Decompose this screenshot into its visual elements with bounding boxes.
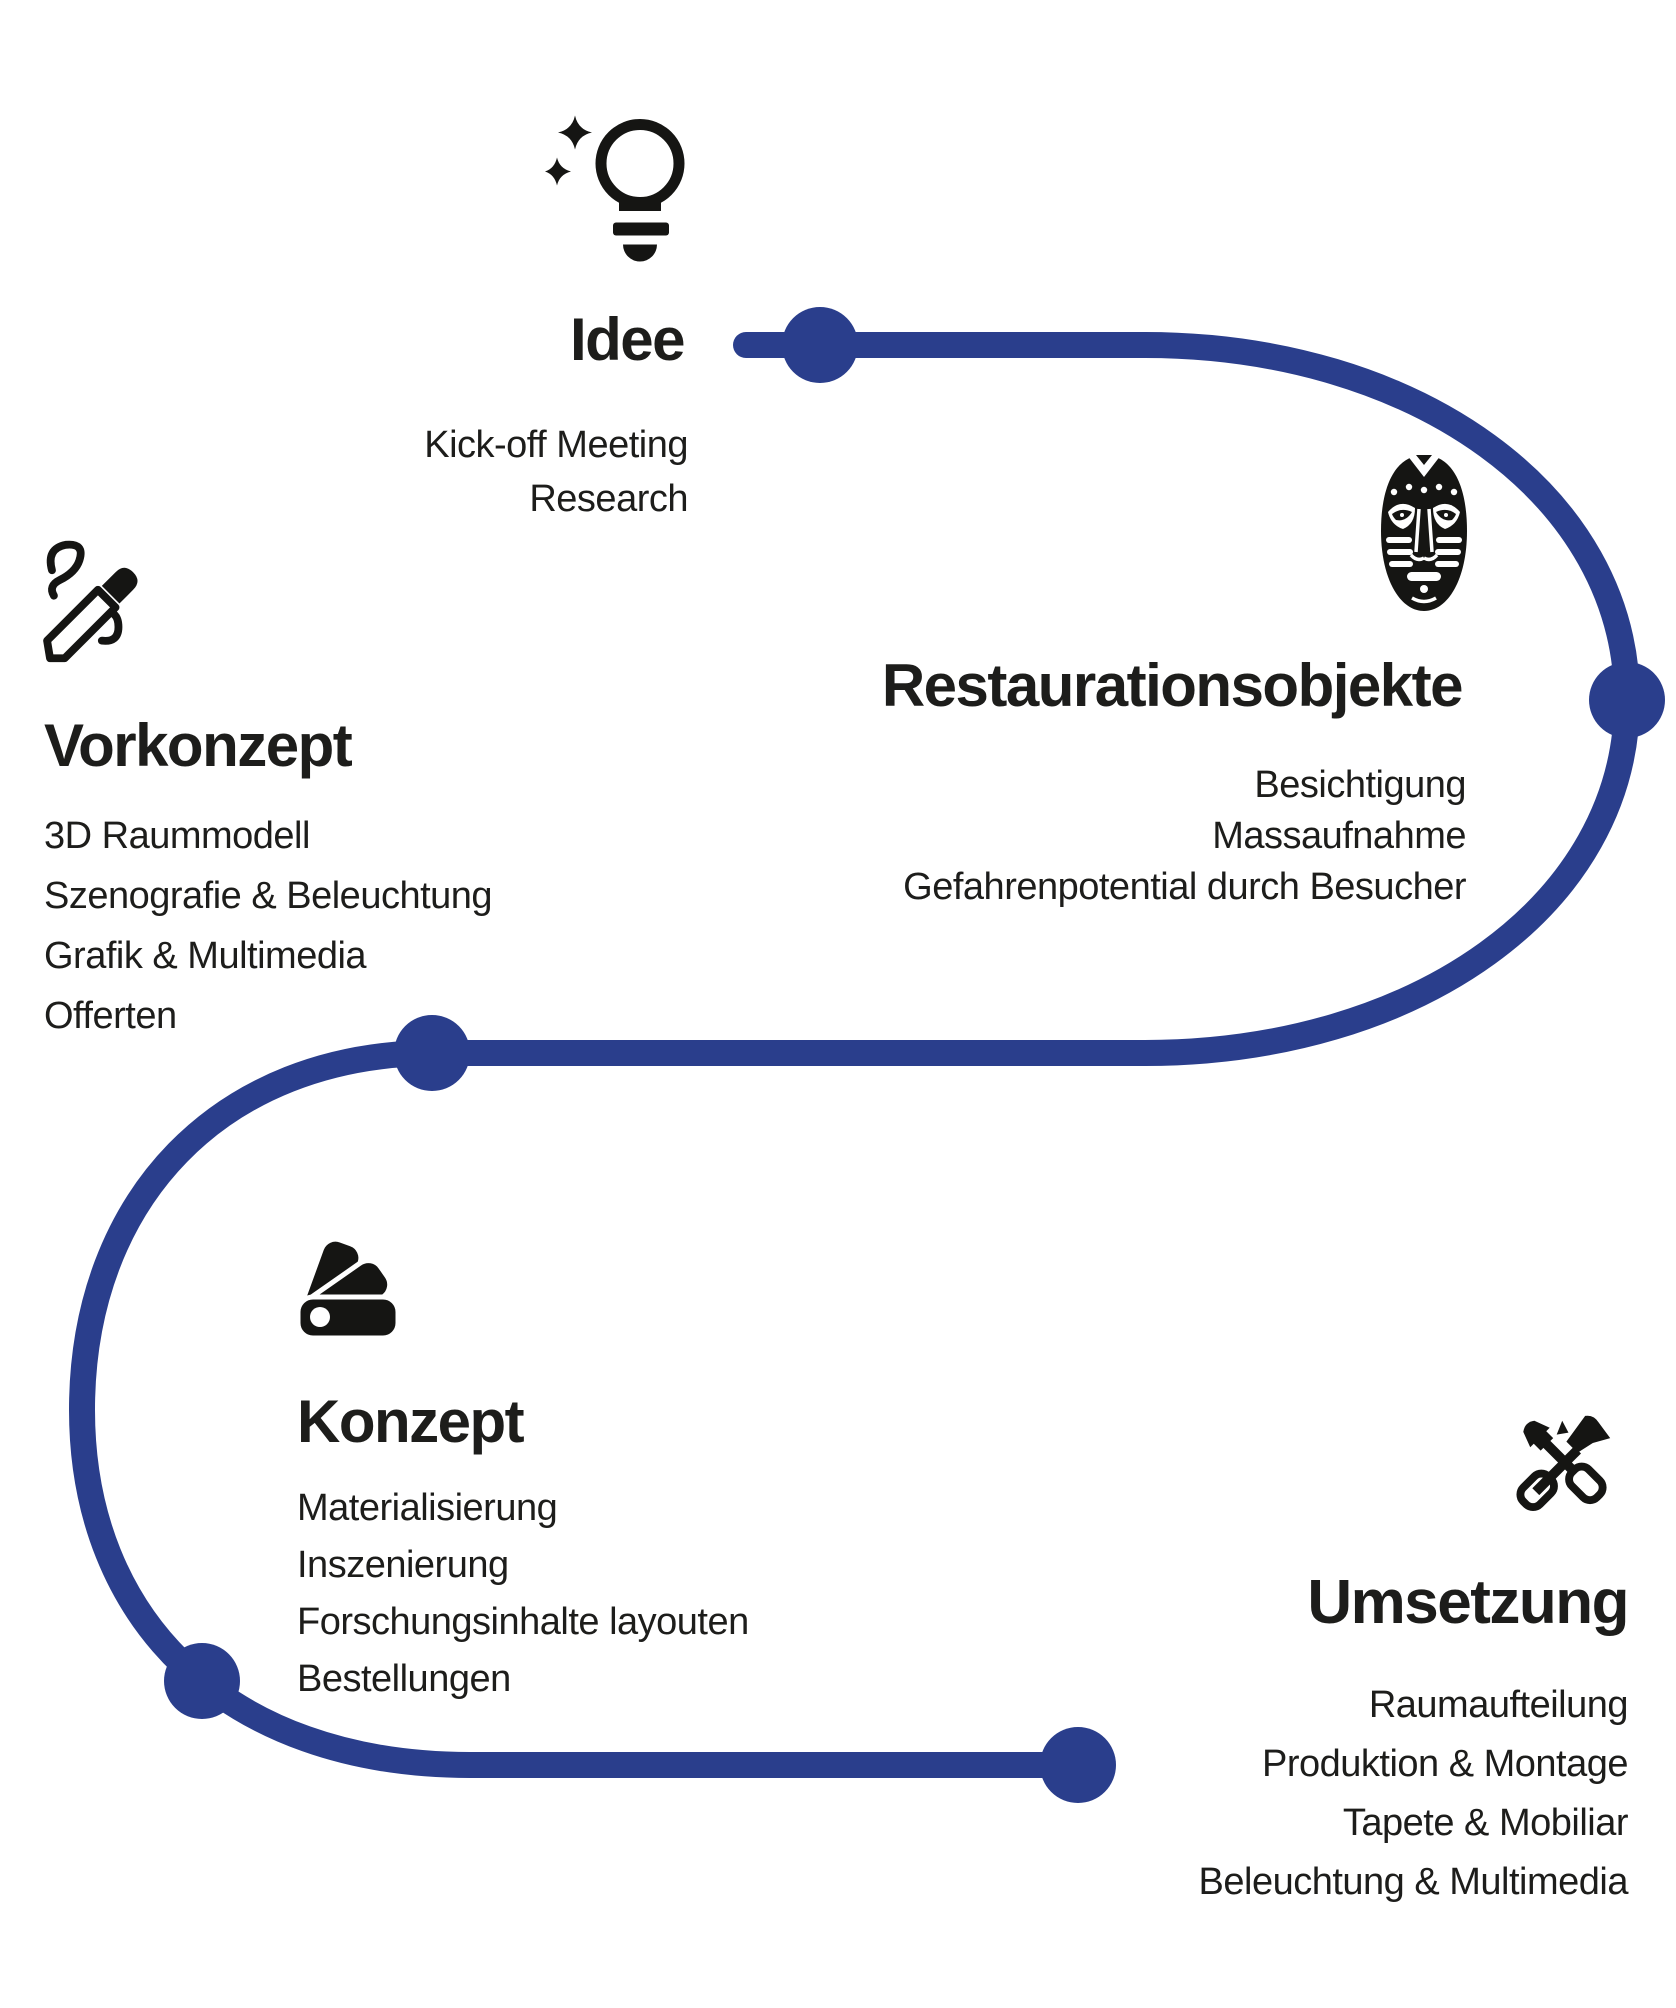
hammer xyxy=(1516,1415,1611,1512)
stage-title-idee: Idee xyxy=(569,306,686,373)
stage-title-restaurationsobjekte: Restaurationsobjekte xyxy=(881,652,1464,719)
list-item: Kick-off Meeting xyxy=(424,424,688,466)
milestone-dot-konzept xyxy=(164,1643,240,1719)
stage-title-umsetzung: Umsetzung xyxy=(1307,1568,1629,1637)
stage-title-konzept: Konzept xyxy=(297,1388,525,1455)
milestone-dot-umsetzung xyxy=(1040,1727,1116,1803)
list-item: Gefahrenpotential durch Besucher xyxy=(903,866,1466,908)
list-item: Grafik & Multimedia xyxy=(44,935,367,977)
list-item: Materialisierung xyxy=(297,1487,558,1529)
list-item: Bestellungen xyxy=(297,1658,511,1700)
milestone-dot-vorkonzept xyxy=(394,1015,470,1091)
list-item: Besichtigung xyxy=(1254,764,1466,806)
lightbulb-sparkles-icon xyxy=(543,112,693,270)
process-line xyxy=(68,332,1641,1778)
list-item: Szenografie & Beleuchtung xyxy=(44,875,493,917)
sketch-pencil-icon xyxy=(40,537,150,670)
stage-title-vorkonzept: Vorkonzept xyxy=(44,712,353,779)
list-item: Research xyxy=(529,478,688,520)
color-swatches-icon xyxy=(294,1221,402,1342)
milestone-dot-idee xyxy=(782,307,858,383)
list-item: Produktion & Montage xyxy=(1261,1743,1629,1785)
milestone-dot-restaurationsobjekte xyxy=(1589,662,1665,738)
list-item: Tapete & Mobiliar xyxy=(1342,1802,1629,1844)
list-item: Raumaufteilung xyxy=(1368,1684,1629,1726)
list-item: Inszenierung xyxy=(297,1544,509,1586)
crossed-tools-icon xyxy=(1506,1402,1624,1523)
list-item: Forschungsinhalte layouten xyxy=(297,1601,749,1643)
list-item: Offerten xyxy=(44,995,177,1037)
list-item: 3D Raummodell xyxy=(44,815,310,857)
list-item: Beleuchtung & Multimedia xyxy=(1198,1861,1629,1903)
list-item: Massaufnahme xyxy=(1212,815,1466,857)
tribal-mask-icon xyxy=(1378,452,1470,614)
